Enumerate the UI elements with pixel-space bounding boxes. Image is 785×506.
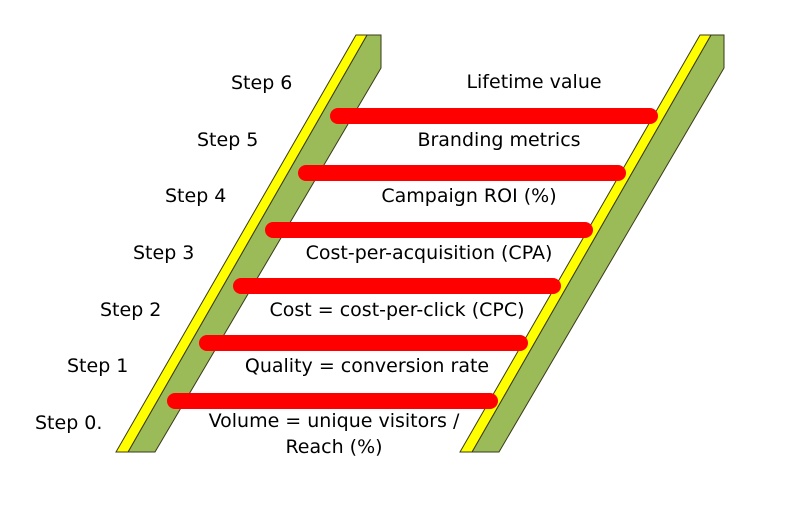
step-label-6: Step 6 xyxy=(231,72,293,94)
metric-label-4: Campaign ROI (%) xyxy=(381,185,557,207)
metric-label-0: Volume = unique visitors / Reach (%) xyxy=(208,410,460,458)
step-label-2: Step 2 xyxy=(100,299,162,321)
step-label-0: Step 0. xyxy=(35,412,103,434)
step-label-1: Step 1 xyxy=(67,355,129,377)
step-label-3: Step 3 xyxy=(133,242,195,264)
metric-label-5: Branding metrics xyxy=(417,129,581,151)
rungs xyxy=(167,108,658,409)
left-rail-edge xyxy=(115,34,368,453)
metric-label-6: Lifetime value xyxy=(466,71,602,93)
metric-label-2: Cost = cost-per-click (CPC) xyxy=(269,299,525,321)
step-label-5: Step 5 xyxy=(197,129,259,151)
metric-label-1: Quality = conversion rate xyxy=(244,355,490,377)
left-rail xyxy=(115,34,382,453)
step-label-4: Step 4 xyxy=(165,185,227,207)
metric-label-3: Cost-per-acquisition (CPA) xyxy=(305,242,553,264)
